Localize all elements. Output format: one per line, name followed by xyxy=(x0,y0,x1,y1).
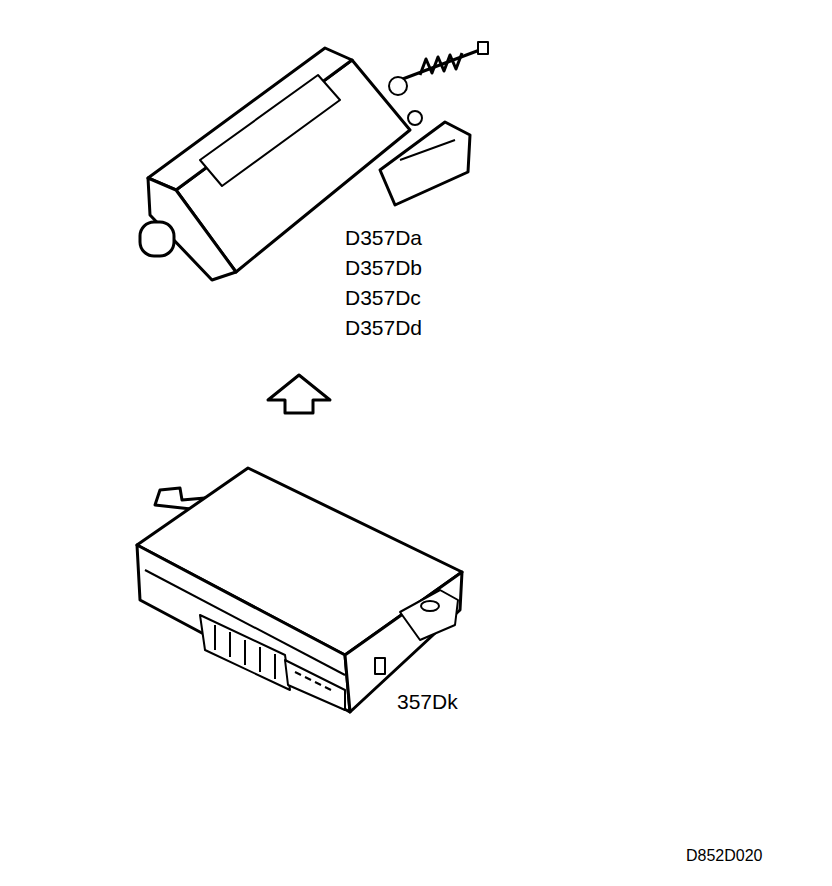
figure-code: D852D020 xyxy=(686,848,763,864)
part-number: D357Da xyxy=(345,227,422,248)
control-module xyxy=(137,468,462,712)
direction-arrow xyxy=(268,375,330,413)
actuator-motor xyxy=(140,42,488,280)
part-number: 357Dk xyxy=(397,691,458,712)
part-number: D357Db xyxy=(345,257,422,278)
part-number: D357Dc xyxy=(345,287,421,308)
part-number: D357Dd xyxy=(345,317,422,338)
